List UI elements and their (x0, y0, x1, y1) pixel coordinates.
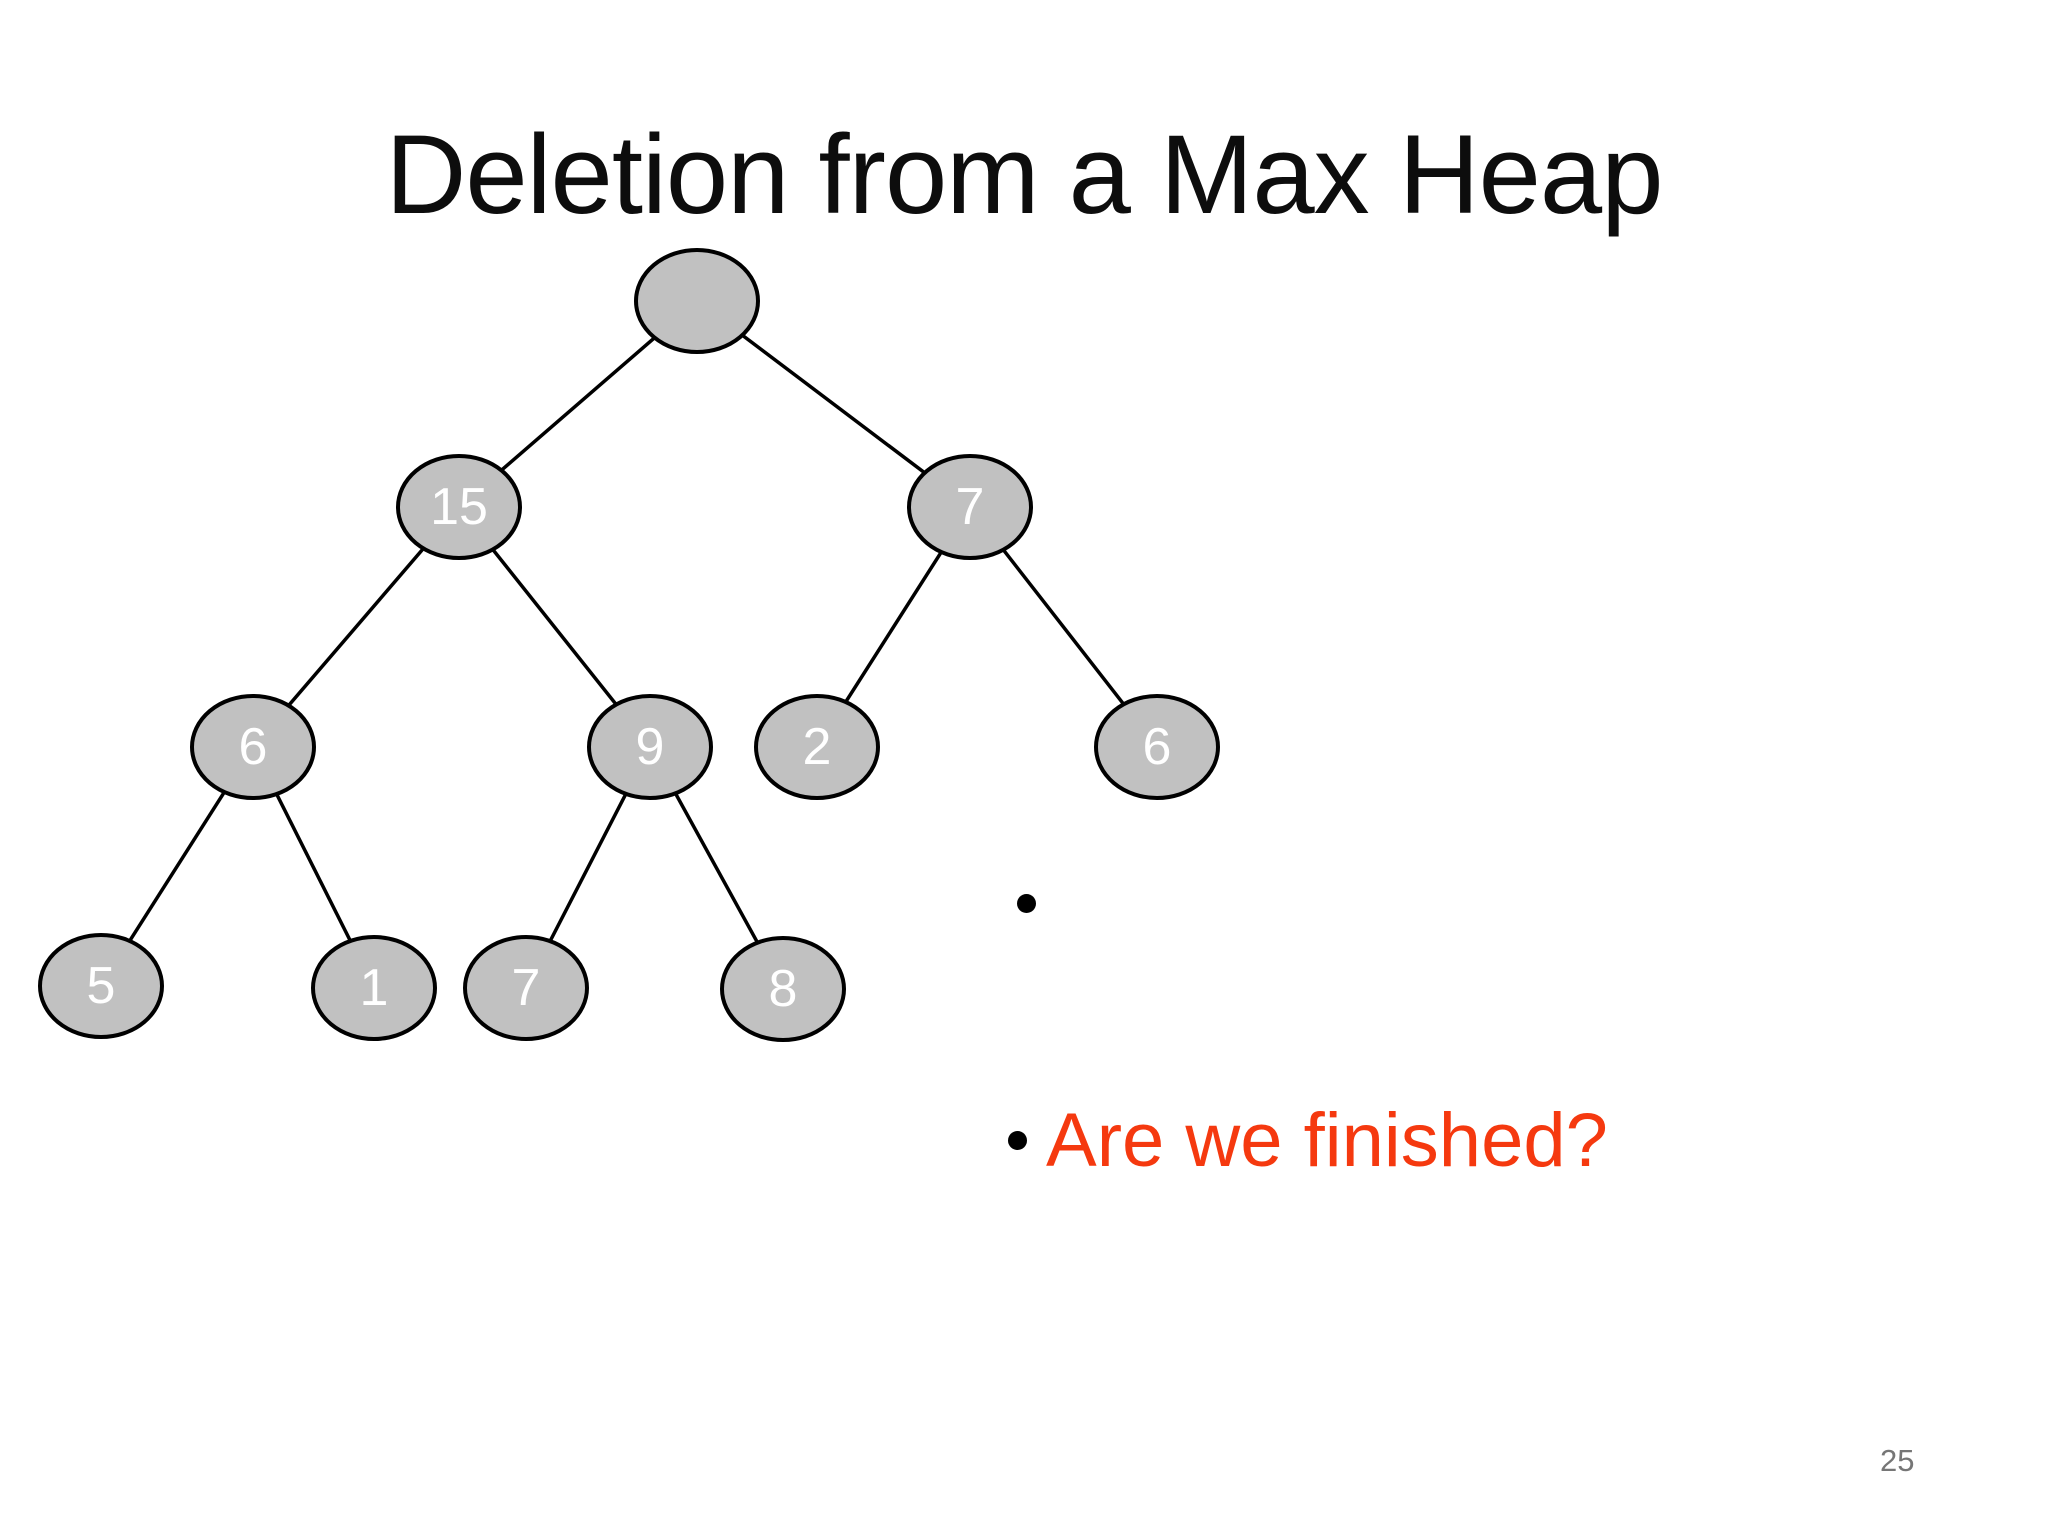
tree-node-label-rl: 2 (803, 718, 832, 776)
bullet-text-question: Are we finished? (1046, 1098, 1608, 1183)
bullet-item-question: Are we finished? (1008, 1097, 1608, 1184)
tree-node-llr-1 (311, 935, 437, 1041)
tree-node-ll-6 (190, 694, 316, 800)
tree-node-label-lr: 9 (636, 718, 665, 776)
tree-node-r-7 (907, 454, 1033, 560)
tree-node-label-rr: 6 (1143, 718, 1172, 776)
bullet-icon (1008, 1131, 1027, 1151)
page-number: 25 (1880, 1443, 1915, 1478)
tree-node-label-ll: 6 (239, 718, 268, 776)
tree-node-label-lrr: 8 (769, 960, 798, 1018)
tree-node-label-l: 15 (430, 478, 488, 536)
tree-node-label-lll: 5 (87, 957, 116, 1015)
tree-node-lrr-8 (720, 936, 846, 1042)
tree-node-label-llr: 1 (360, 959, 389, 1017)
tree-node-rl-2 (754, 694, 880, 800)
tree-node-label-r: 7 (956, 478, 985, 536)
bullet-item-empty (1017, 894, 1055, 913)
tree-node-lr-9 (587, 694, 713, 800)
tree-node-lll-5 (38, 933, 164, 1039)
tree-node-rr-6 (1094, 694, 1220, 800)
tree-node-lrl-7 (463, 935, 589, 1041)
tree-node-label-lrl: 7 (512, 959, 541, 1017)
tree-node-l-15 (396, 454, 522, 560)
slide-title: Deletion from a Max Heap (385, 112, 1663, 237)
tree-node-root-empty (634, 248, 760, 354)
bullet-icon (1017, 894, 1036, 913)
